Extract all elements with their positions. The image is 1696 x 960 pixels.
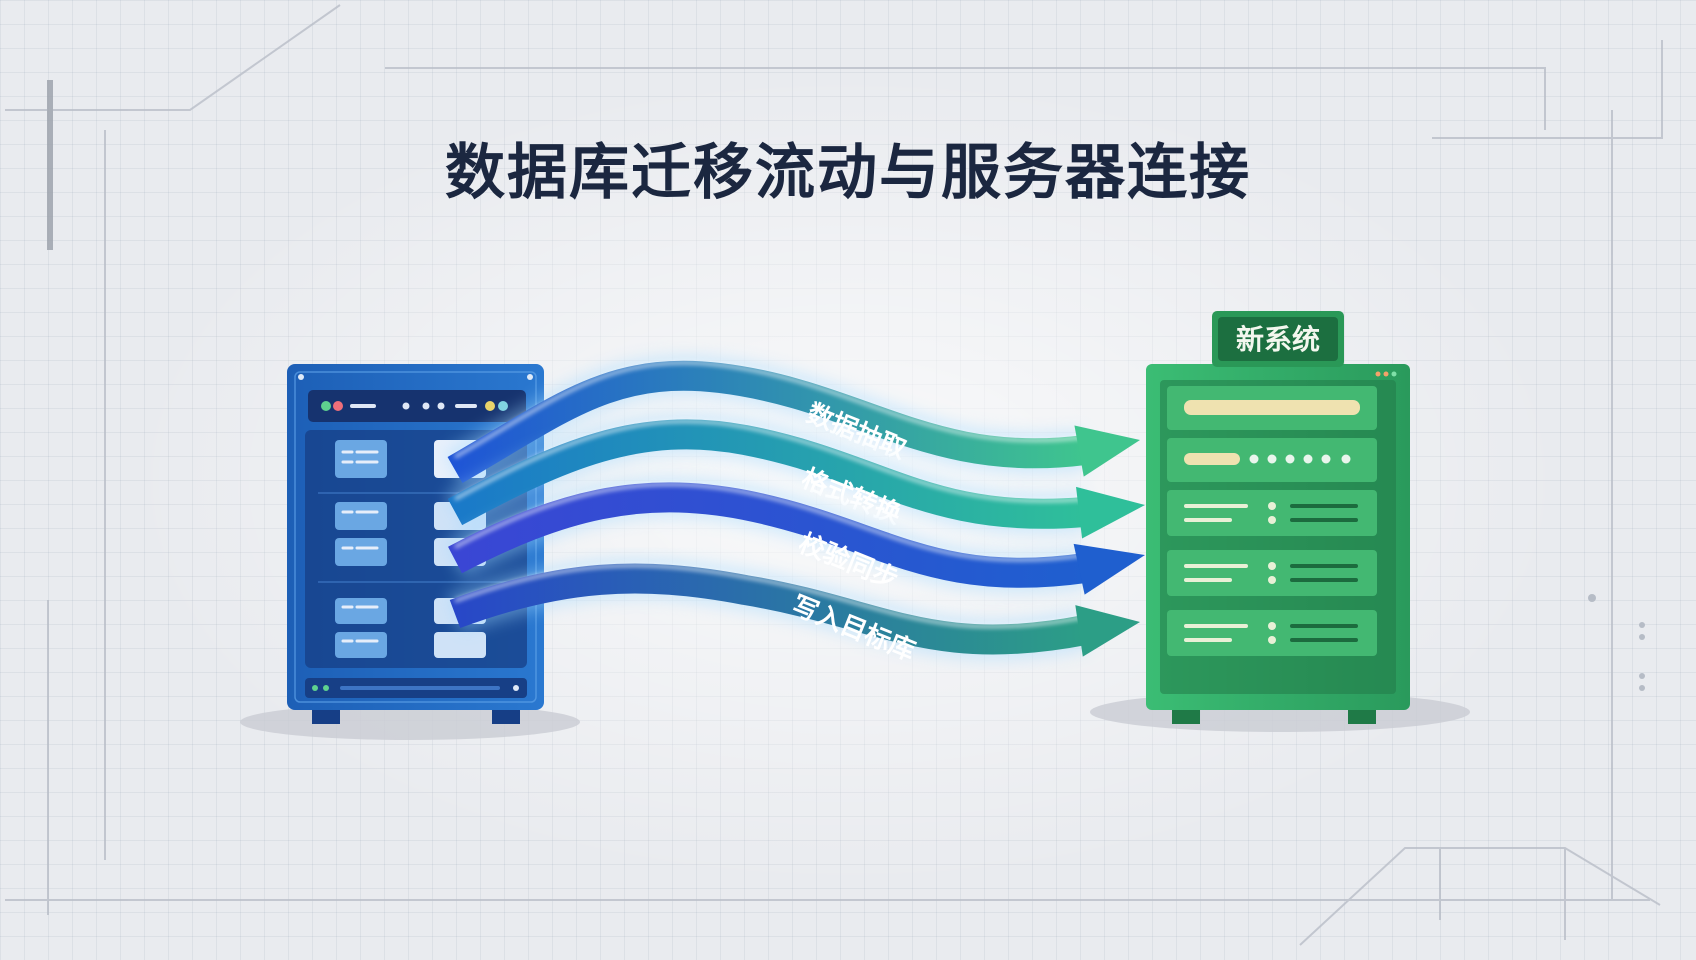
flow-arrowhead	[1073, 543, 1145, 595]
flow-ribbon	[449, 563, 1088, 655]
page-title: 数据库迁移流动与服务器连接	[445, 138, 1251, 208]
flow-ribbon	[447, 419, 1087, 529]
flow-arrowhead	[1076, 486, 1145, 539]
flow-highlight	[454, 482, 1086, 562]
flow-3: 校验同步	[445, 477, 1145, 595]
flow-highlight	[454, 419, 1086, 503]
flow-highlight	[454, 564, 1086, 628]
flow-arrowhead	[1074, 425, 1140, 477]
target-server: 新系统	[1146, 311, 1410, 724]
flow-ribbon	[447, 360, 1087, 484]
target-server-label: 新系统	[1236, 323, 1320, 356]
flow-ribbon	[448, 482, 1088, 588]
flow-arrowhead	[1075, 605, 1140, 657]
flow-highlight	[454, 361, 1086, 459]
